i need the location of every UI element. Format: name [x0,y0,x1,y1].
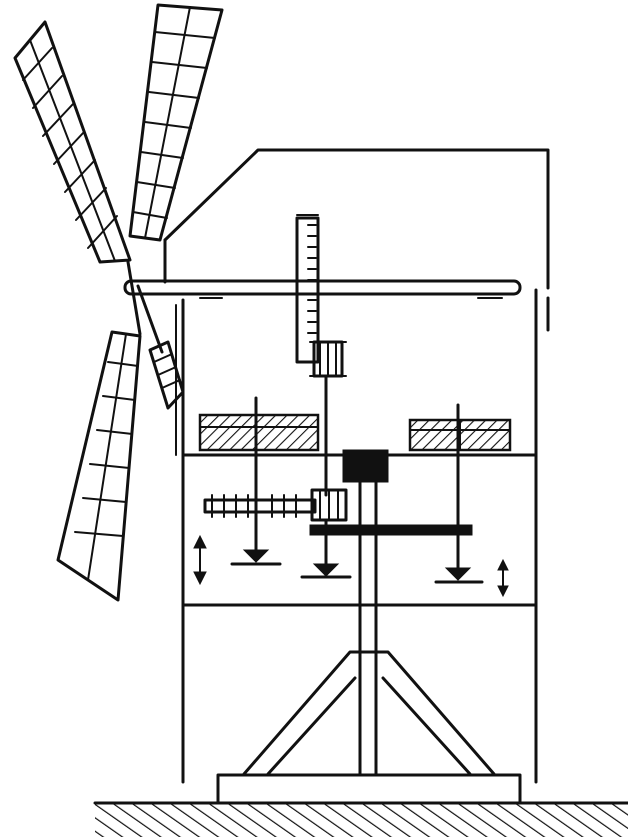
ground [93,801,628,837]
millstones-right [408,418,512,452]
crown-beam [309,524,473,536]
spindle-left [230,396,282,566]
spur-wheel [203,494,317,518]
lower-pinion [310,488,348,522]
wind-shaft [123,279,522,296]
sail-lower-left [56,330,142,602]
sail-upper-left [13,20,132,264]
up-down-arrow-right [497,558,509,598]
brake-wheel [295,214,320,364]
millstones-left [198,413,320,452]
center-spindle [300,518,352,579]
support-frame [242,650,496,776]
main-post [342,449,389,776]
base-platform [216,773,522,805]
spindle-right [434,403,484,584]
upper-pinion [309,340,347,378]
sail-stocks [126,260,164,354]
up-down-arrow-left [193,534,207,586]
sail-lower-right [148,340,185,410]
sail-upper-right [128,3,224,242]
